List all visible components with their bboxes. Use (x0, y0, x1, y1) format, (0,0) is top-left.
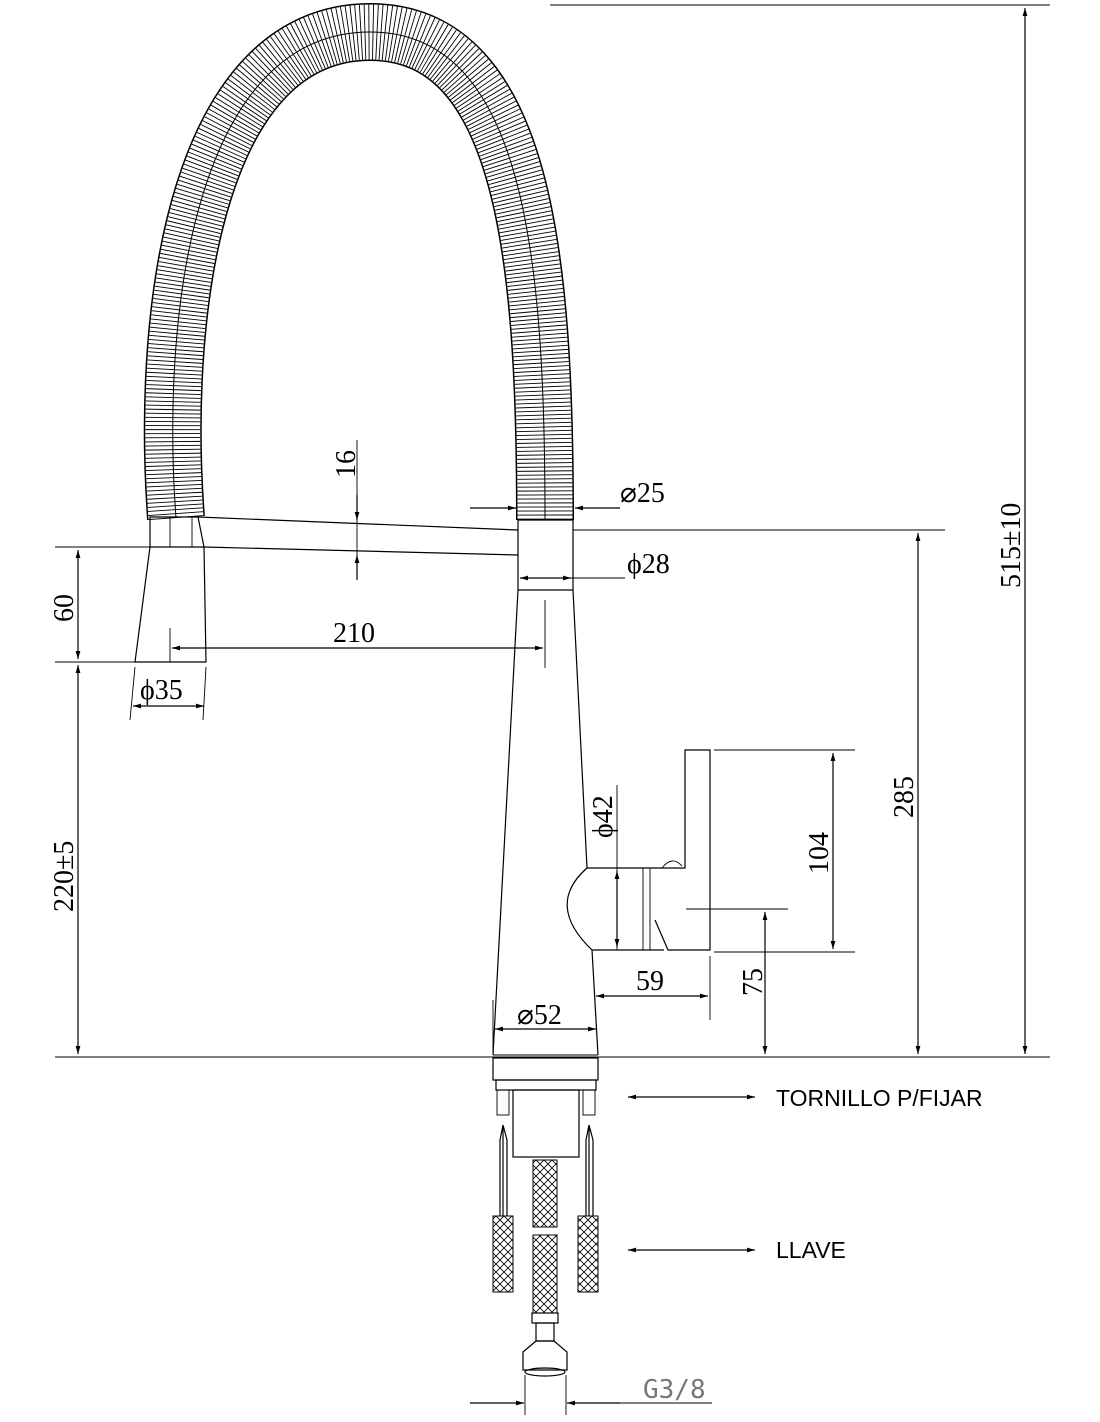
dimension-lines (55, 4, 1050, 1415)
dim-head-diameter-35: ϕ35 (140, 675, 183, 706)
dim-60: 60 (49, 594, 80, 622)
dim-75: 75 (738, 968, 769, 996)
callout-fixing-screw: TORNILLO P/FIJAR (776, 1085, 983, 1111)
dimension-labels: 16 ⌀25 ϕ28 60 210 ϕ35 220±5 ϕ42 104 285 … (49, 450, 1027, 1405)
dim-thread-g38: G3/8 (643, 1375, 706, 1405)
dim-16: 16 (331, 450, 362, 478)
dim-59: 59 (636, 966, 664, 997)
dim-hose-diameter-25: ⌀25 (620, 478, 665, 509)
mounting-hardware (492, 1057, 599, 1377)
dim-spout-diameter-28: ϕ28 (627, 549, 670, 580)
dim-104: 104 (804, 832, 835, 874)
spout-arm (197, 516, 519, 556)
flexible-hose (143, 2, 574, 521)
dim-handle-diameter-42: ϕ42 (588, 795, 619, 838)
dim-reach-210: 210 (333, 618, 375, 649)
callout-key: LLAVE (776, 1237, 846, 1263)
dim-220: 220±5 (49, 841, 80, 912)
dim-285: 285 (889, 776, 920, 818)
faucet-body (492, 519, 599, 1056)
dim-base-diameter-52: ⌀52 (517, 1000, 562, 1031)
faucet-handle (566, 749, 711, 951)
dim-total-height-515: 515±10 (996, 503, 1027, 588)
spray-head (134, 516, 207, 663)
